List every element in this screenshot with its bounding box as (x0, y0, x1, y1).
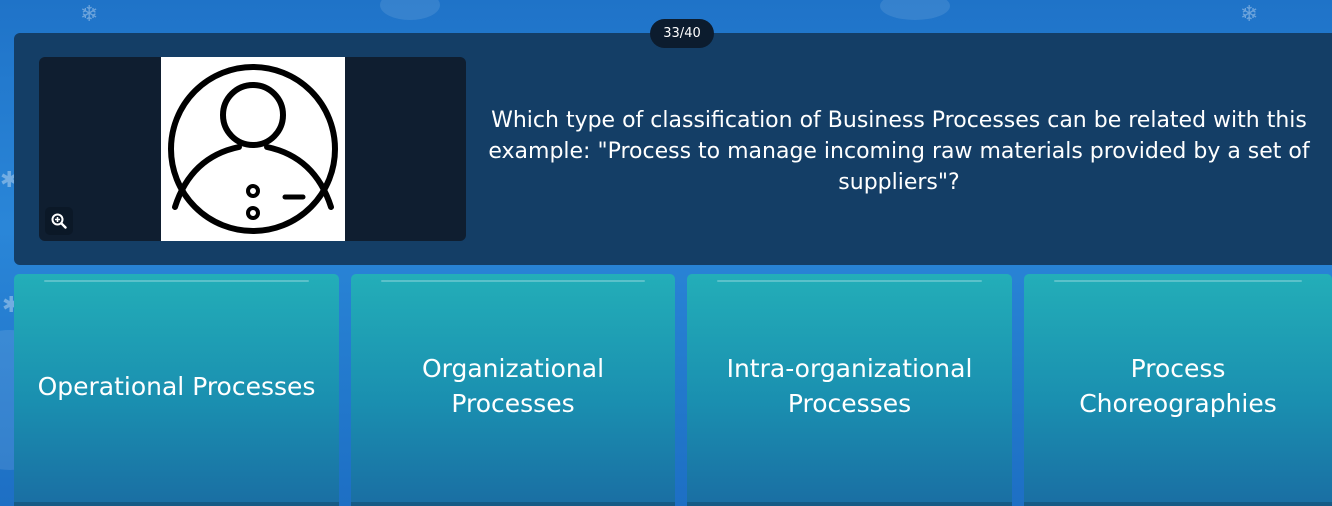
question-image (161, 57, 345, 241)
answer-options: Operational Processes Organizational Pro… (14, 274, 1332, 506)
answer-option-label: Process Choreographies (1079, 354, 1277, 418)
answer-option-2[interactable]: Organizational Processes (351, 274, 675, 506)
answer-option-3[interactable]: Intra-organizational Processes (687, 274, 1012, 506)
answer-option-4[interactable]: Process Choreographies (1024, 274, 1332, 506)
zoom-in-button[interactable] (45, 207, 73, 235)
background-bubble (880, 0, 950, 20)
snowflake-icon: ❄ (80, 2, 99, 27)
question-image-frame[interactable] (39, 57, 466, 241)
snowflake-icon: ✱ (0, 168, 19, 193)
zoom-in-icon (51, 213, 67, 229)
user-profile-icon (168, 64, 338, 234)
snowflake-icon: ❄ (1240, 2, 1259, 27)
answer-option-1[interactable]: Operational Processes (14, 274, 339, 506)
question-panel: Which type of classification of Business… (14, 33, 1332, 265)
background-bubble (380, 0, 440, 20)
question-text: Which type of classification of Business… (488, 108, 1310, 195)
answer-option-label: Operational Processes (37, 371, 316, 401)
answer-option-label: Intra-organizational Processes (726, 354, 973, 418)
question-counter: 33/40 (650, 19, 714, 48)
answer-option-label: Organizational Processes (421, 354, 605, 418)
